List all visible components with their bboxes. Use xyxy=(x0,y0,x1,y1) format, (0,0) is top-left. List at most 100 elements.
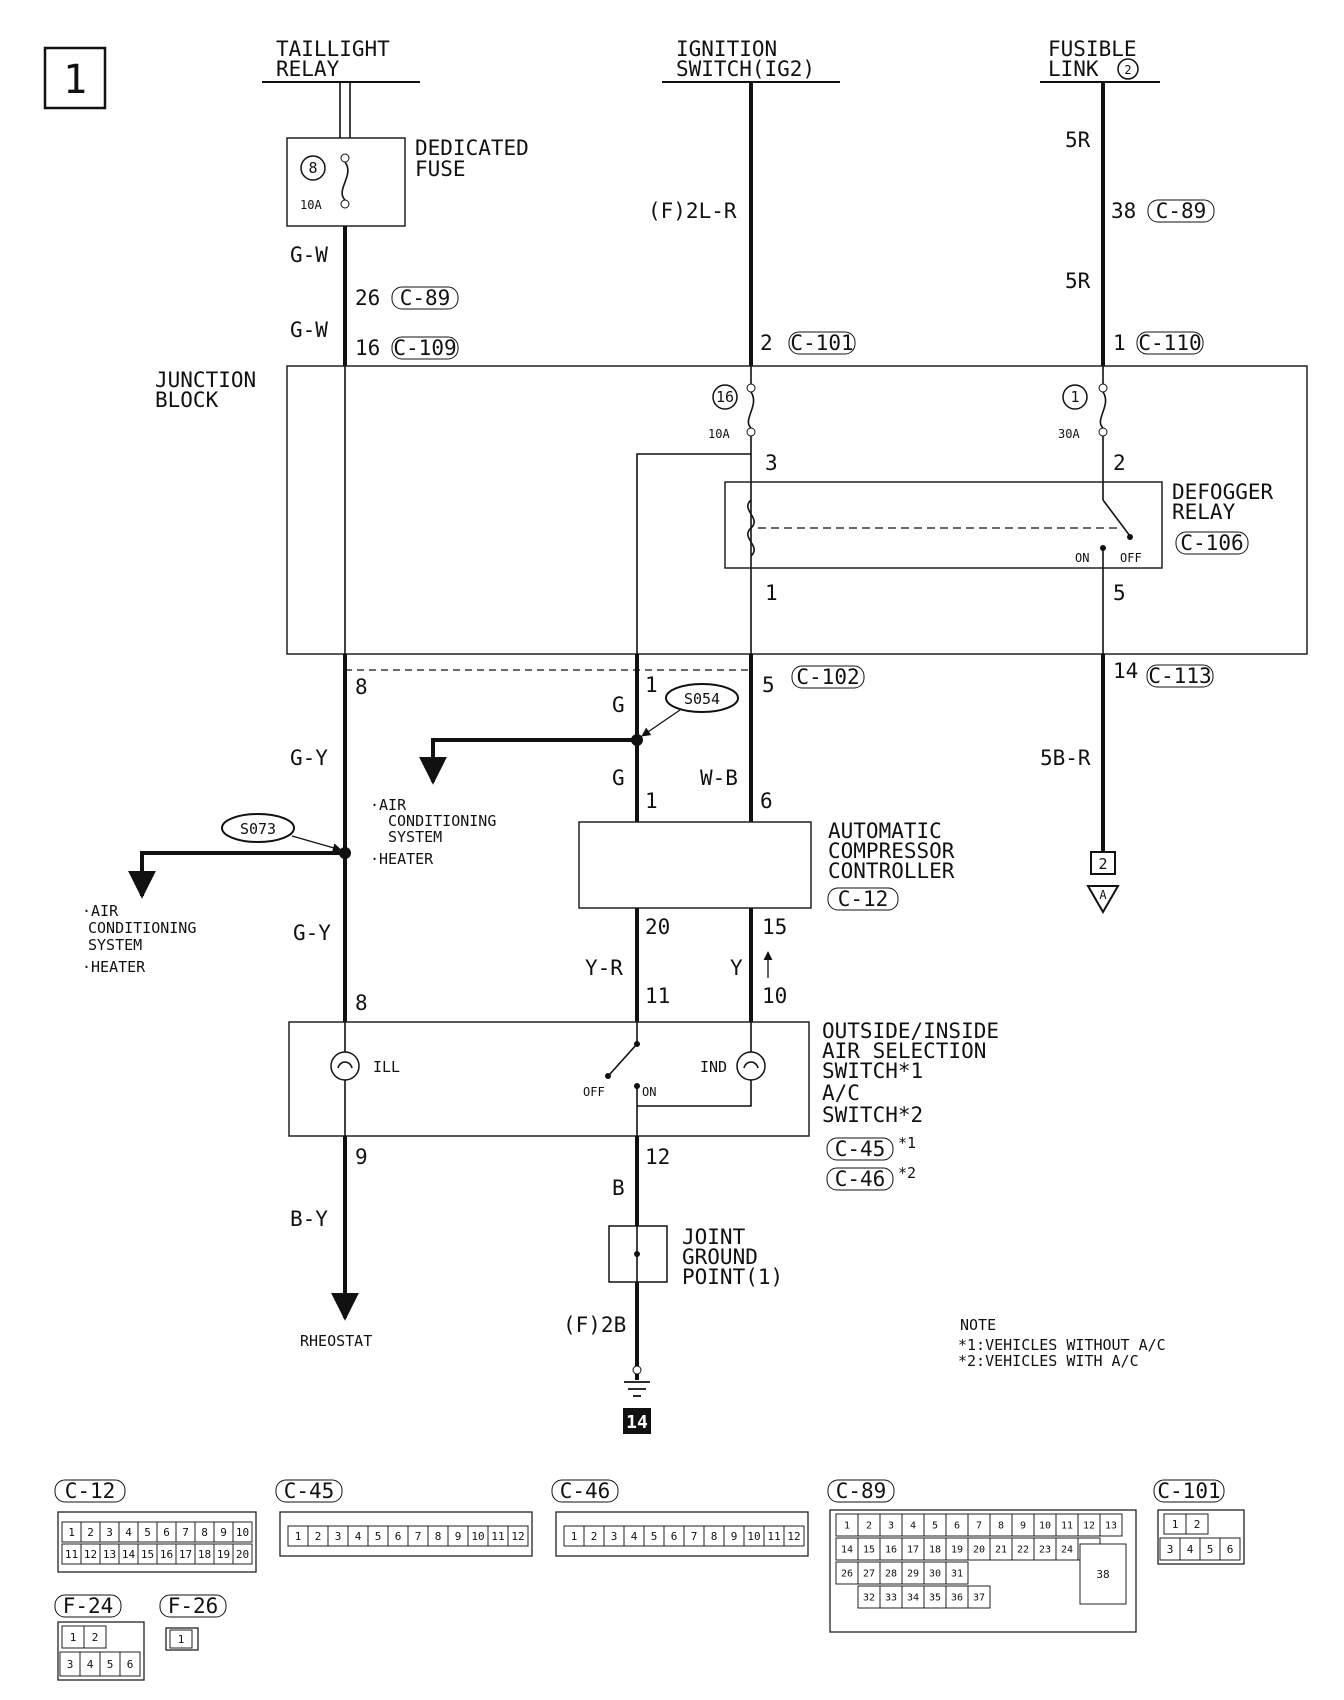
svg-text:3: 3 xyxy=(765,451,778,475)
connector-pin-number: 13 xyxy=(1105,1521,1117,1532)
svg-text:B: B xyxy=(612,1176,625,1200)
svg-text:C-113: C-113 xyxy=(1148,664,1211,688)
connector-pin-number: 32 xyxy=(863,1593,875,1604)
svg-text:FUSE: FUSE xyxy=(415,157,466,181)
svg-text:CONTROLLER: CONTROLLER xyxy=(828,859,955,883)
svg-text:2: 2 xyxy=(1113,451,1126,475)
svg-text:20: 20 xyxy=(645,915,670,939)
page-number-box: 1 xyxy=(43,46,107,110)
connector-pin-number: 6 xyxy=(163,1526,170,1539)
svg-text:Y-R: Y-R xyxy=(585,956,623,980)
svg-text:38: 38 xyxy=(1111,199,1136,223)
svg-text:F-24: F-24 xyxy=(63,1594,114,1618)
connector-pin-cell xyxy=(1185,1513,1209,1535)
svg-text:RELAY: RELAY xyxy=(276,57,340,81)
svg-text:C-12: C-12 xyxy=(65,1479,116,1503)
svg-text:G-Y: G-Y xyxy=(293,921,331,945)
svg-text:FUSIBLE: FUSIBLE xyxy=(1048,37,1137,61)
connector-pin-number: 8 xyxy=(711,1530,718,1543)
connector-pin-number: 3 xyxy=(67,1658,74,1671)
defogger-output: 5B-R 2 A xyxy=(1040,654,1120,915)
svg-text:C-89: C-89 xyxy=(836,1479,887,1503)
svg-text:12: 12 xyxy=(645,1145,670,1169)
svg-text:JUNCTION: JUNCTION xyxy=(155,368,256,392)
svg-text:TAILLIGHT: TAILLIGHT xyxy=(276,37,390,61)
svg-text:30A: 30A xyxy=(1058,427,1080,441)
connector-pin-number: 37 xyxy=(973,1593,985,1604)
connector-pin-number: 21 xyxy=(995,1545,1007,1556)
svg-text:*1: *1 xyxy=(898,1134,916,1152)
svg-text:6: 6 xyxy=(760,789,773,813)
connector-pin-number: 31 xyxy=(951,1569,963,1580)
connector-pin-number: 20 xyxy=(236,1548,249,1561)
defogger-relay-box xyxy=(724,481,1163,569)
connector-pin-number: 1 xyxy=(178,1633,185,1646)
wb-circuit: W-B 6 xyxy=(700,654,773,822)
connector-pin-number: 7 xyxy=(182,1526,189,1539)
connector-pin-number: 15 xyxy=(141,1548,154,1561)
svg-text:G-W: G-W xyxy=(290,318,328,342)
connector-pin-number: 6 xyxy=(671,1530,678,1543)
svg-text:5R: 5R xyxy=(1065,128,1091,152)
svg-text:5R: 5R xyxy=(1065,269,1091,293)
svg-text:2: 2 xyxy=(760,331,773,355)
rheostat-circuit: 9 B-Y RHEOSTAT xyxy=(290,1136,372,1350)
fusible-circuit: 5R 38 C-89 5R 1 C-110 xyxy=(1065,82,1215,366)
connector-pin-number: 2 xyxy=(1194,1518,1201,1531)
connector-pin-number: 2 xyxy=(866,1521,872,1532)
connector-pin-cell xyxy=(967,1585,991,1609)
svg-text:OFF: OFF xyxy=(583,1085,605,1099)
svg-text:1: 1 xyxy=(1113,331,1126,355)
svg-text:16: 16 xyxy=(716,388,734,406)
svg-text:Y: Y xyxy=(730,956,743,980)
connector-pin-number: 5 xyxy=(1207,1543,1214,1556)
svg-text:ON: ON xyxy=(1075,551,1089,565)
connector-pin-number: 3 xyxy=(888,1521,894,1532)
svg-text:S073: S073 xyxy=(240,820,276,838)
svg-text:26: 26 xyxy=(355,286,380,310)
svg-text:*2:VEHICLES WITH A/C: *2:VEHICLES WITH A/C xyxy=(958,1352,1139,1370)
connector-pin-number: 14 xyxy=(841,1545,853,1556)
svg-text:·AIR: ·AIR xyxy=(82,902,119,920)
svg-text:1: 1 xyxy=(645,789,658,813)
connector-pin-number: 11 xyxy=(65,1548,78,1561)
svg-text:SYSTEM: SYSTEM xyxy=(88,936,142,954)
connector-pin-number: 34 xyxy=(907,1593,919,1604)
connector-pin-number: 12 xyxy=(84,1548,97,1561)
svg-text:8: 8 xyxy=(308,159,317,177)
svg-text:C-102: C-102 xyxy=(796,665,859,689)
svg-text:C-46: C-46 xyxy=(835,1167,886,1191)
svg-text:14: 14 xyxy=(1113,659,1138,683)
connector-pin-number: 8 xyxy=(201,1526,208,1539)
dedicated-fuse-box xyxy=(286,137,406,227)
svg-text:C-45: C-45 xyxy=(835,1137,886,1161)
svg-text:NOTE: NOTE xyxy=(960,1316,996,1334)
connector-pin-number: 4 xyxy=(910,1521,916,1532)
svg-text:G: G xyxy=(612,693,625,717)
connector-pin-number: 22 xyxy=(1017,1545,1029,1556)
connector-pin-number: 12 xyxy=(511,1530,524,1543)
connector-pin-number: 5 xyxy=(651,1530,658,1543)
svg-text:C-46: C-46 xyxy=(560,1479,611,1503)
svg-text:CONDITIONING: CONDITIONING xyxy=(88,919,196,937)
svg-text:C-89: C-89 xyxy=(1156,199,1207,223)
svg-text:ILL: ILL xyxy=(373,1058,400,1076)
connector-pin-number: 29 xyxy=(907,1569,919,1580)
svg-text:IGNITION: IGNITION xyxy=(676,37,777,61)
connector-pin-number: 2 xyxy=(92,1631,99,1644)
svg-text:C-101: C-101 xyxy=(790,331,853,355)
connector-pin-number: 4 xyxy=(1187,1543,1194,1556)
connector-pin-number: 11 xyxy=(1061,1521,1073,1532)
connector-pin-number: 33 xyxy=(885,1593,897,1604)
svg-text:5B-R: 5B-R xyxy=(1040,746,1091,770)
svg-text:16: 16 xyxy=(355,336,380,360)
connector-pin-number: 6 xyxy=(127,1658,134,1671)
svg-text:GROUND: GROUND xyxy=(682,1245,758,1269)
svg-text:1: 1 xyxy=(765,581,778,605)
connector-pin-number: 16 xyxy=(885,1545,897,1556)
connector-pin-number: 1 xyxy=(571,1530,578,1543)
svg-text:B-Y: B-Y xyxy=(290,1207,328,1231)
ignition-switch-header: IGNITION SWITCH(IG2) xyxy=(662,37,840,83)
connector-pin-number: 11 xyxy=(767,1530,780,1543)
